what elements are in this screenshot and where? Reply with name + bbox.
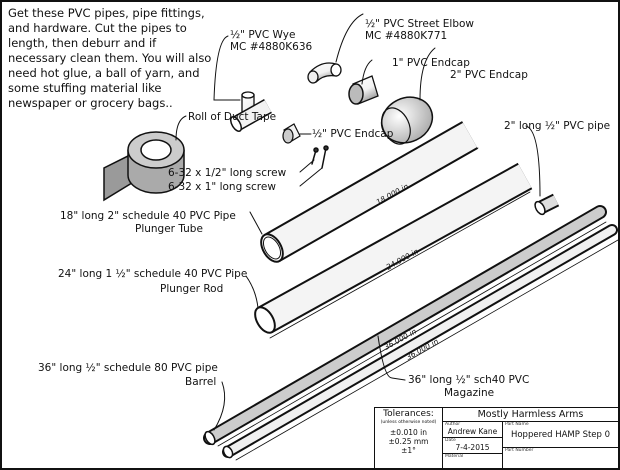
author-cell: Author Andrew Kane [443, 422, 503, 438]
endcap-1-inch [348, 75, 379, 105]
author-label: Author [445, 422, 461, 427]
screws [311, 145, 329, 169]
label-screw-long: 6-32 x 1" long screw [168, 181, 276, 193]
material-cell: Material [443, 454, 503, 469]
short-pipe [534, 193, 560, 216]
label-elbow: ½" PVC Street Elbow [365, 18, 474, 30]
label-plunger-rod: 24" long 1 ½" schedule 40 PVC Pipe [58, 268, 248, 280]
tolerance-degree: ±1° [401, 446, 416, 455]
label-magazine-name: Magazine [444, 387, 495, 399]
pvc-wye [229, 91, 272, 132]
tolerances-note: (unless otherwise noted) [380, 420, 437, 425]
company-cell: Mostly Harmless Arms [443, 408, 619, 422]
label-endcap-half: ½" PVC Endcap [312, 128, 394, 140]
label-barrel-name: Barrel [185, 376, 217, 388]
label-plunger-tube-name: Plunger Tube [135, 223, 203, 235]
endcap-2-inch [380, 96, 434, 145]
tolerance-mm: ±0.25 mm [388, 437, 429, 446]
tolerances-cell: Tolerances: (unless otherwise noted) ±0.… [375, 408, 443, 469]
label-wye: ½" PVC Wye [230, 29, 296, 41]
label-barrel: 36" long ½" schedule 80 PVC pipe [38, 362, 218, 374]
label-magazine: 36" long ½" sch40 PVC [408, 374, 530, 386]
date-value: 7-4-2015 [455, 443, 490, 452]
label-wye-part: MC #4880K636 [230, 41, 313, 53]
pvc-street-elbow [307, 62, 342, 84]
title-block: Tolerances: (unless otherwise noted) ±0.… [374, 407, 619, 469]
label-plunger-rod-name: Plunger Rod [160, 283, 224, 295]
label-screw-short: 6-32 x 1/2" long screw [168, 167, 287, 179]
part-number-cell: Part Number [503, 448, 619, 469]
company-name: Mostly Harmless Arms [477, 409, 584, 420]
author-value: Andrew Kane [447, 427, 498, 436]
endcap-half-inch [282, 123, 301, 144]
tolerances-title: Tolerances: [383, 409, 434, 419]
part-name-value: Hoppered HAMP Step 0 [510, 430, 611, 440]
tolerance-inch: ±0.010 in [390, 428, 427, 437]
label-elbow-part: MC #4880K771 [365, 30, 448, 42]
part-name-cell: Part Name Hoppered HAMP Step 0 [503, 422, 619, 448]
plunger-tube-pipe [260, 121, 478, 263]
duct-tape-roll [103, 131, 185, 202]
label-plunger-tube: 18" long 2" schedule 40 PVC Pipe [60, 210, 236, 222]
label-duct-tape: Roll of Duct Tape [188, 111, 277, 123]
date-cell: Date 7-4-2015 [443, 438, 503, 454]
part-name-label: Part Name [505, 422, 529, 427]
label-endcap-2: 2" PVC Endcap [450, 69, 528, 81]
part-number-label: Part Number [505, 448, 534, 453]
label-short-pipe: 2" long ½" PVC pipe [504, 120, 611, 132]
barrel-pipe [203, 205, 607, 446]
instructions-text: Get these PVC pipes, pipe fittings, and … [8, 6, 212, 110]
label-endcap-1: 1" PVC Endcap [392, 57, 470, 69]
date-label: Date [445, 438, 456, 443]
magazine-pipe [222, 224, 618, 459]
material-label: Material [445, 454, 464, 459]
